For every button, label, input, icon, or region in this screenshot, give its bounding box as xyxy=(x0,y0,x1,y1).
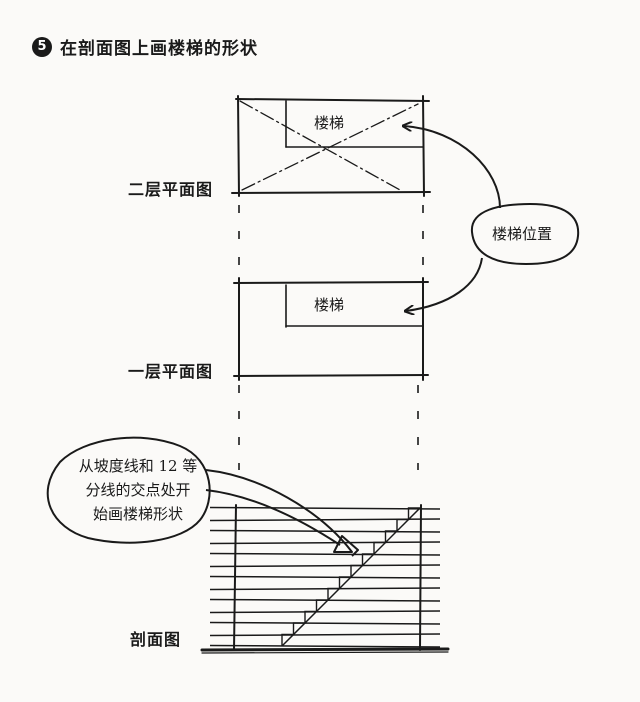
start-point-line-3: 始画楼梯形状 xyxy=(92,505,183,523)
start-point-line-2: 分线的交点处开 xyxy=(85,481,191,499)
section-frame xyxy=(200,504,450,654)
division-line xyxy=(209,621,441,625)
division-line xyxy=(209,541,441,545)
second-floor-plan-label: 二层平面图 xyxy=(128,180,214,199)
start-point-bubble xyxy=(46,436,211,544)
start-point-arrow xyxy=(205,469,359,557)
division-line xyxy=(209,564,441,568)
arrow-to-upper-stair xyxy=(404,126,501,209)
arrow-to-lower-stair xyxy=(406,257,483,311)
projection-lines xyxy=(238,205,424,470)
stair-position-callout-text: 楼梯位置 xyxy=(492,225,552,243)
division-line xyxy=(209,633,441,637)
start-point-callout: 从坡度线和 12 等 分线的交点处开 始画楼梯形状 xyxy=(58,454,218,526)
section-division-lines xyxy=(209,506,441,648)
start-point-line-1: 从坡度线和 12 等 xyxy=(78,457,198,475)
stair-step-profile xyxy=(281,507,420,646)
division-line xyxy=(209,552,441,556)
division-line xyxy=(209,529,441,533)
stair-label-upper: 楼梯 xyxy=(314,114,344,132)
page-title: 在剖面图上画楼梯的形状 xyxy=(60,39,258,59)
section-label: 剖面图 xyxy=(130,630,182,649)
stair-label-lower: 楼梯 xyxy=(314,296,344,314)
second-floor-plan xyxy=(231,95,431,197)
division-line xyxy=(209,610,441,614)
division-line xyxy=(209,587,441,591)
step-number-badge: 5 xyxy=(32,36,52,57)
first-floor-plan-label: 一层平面图 xyxy=(128,362,214,381)
division-line xyxy=(209,644,441,648)
first-floor-plan xyxy=(233,277,429,381)
division-line xyxy=(209,506,441,510)
division-line xyxy=(209,575,441,579)
step-title: 5 在剖面图上画楼梯的形状 xyxy=(32,34,258,59)
